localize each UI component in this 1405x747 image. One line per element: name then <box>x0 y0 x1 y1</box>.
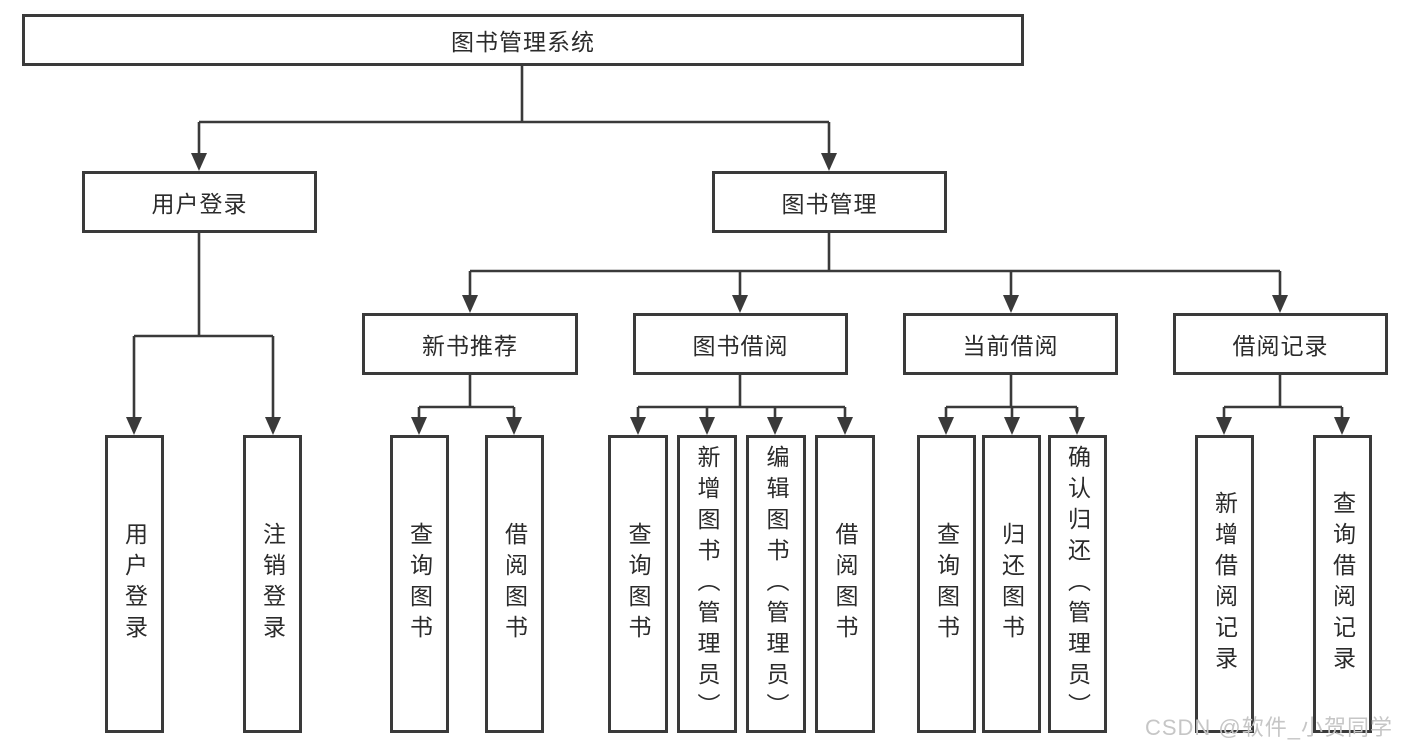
connector-root <box>197 66 831 155</box>
connector-borrow-records <box>1222 375 1344 419</box>
node-new-book-recommendation: 新书推荐 <box>362 313 578 375</box>
leaf-logout: 注销登录 <box>243 435 302 733</box>
leaf-borrow-add-books-admin: 新增图书（管理员） <box>677 435 737 733</box>
node-book-management-branch: 图书管理 <box>712 171 947 233</box>
leaf-newbooks-borrow-books: 借阅图书 <box>485 435 544 733</box>
leaf-newbooks-query-books: 查询图书 <box>390 435 449 733</box>
leaf-borrow-edit-books-admin: 编辑图书（管理员） <box>746 435 806 733</box>
connector-new-books <box>417 375 516 419</box>
node-library-management-system: 图书管理系统 <box>22 14 1024 66</box>
connector-book-borrow <box>636 375 847 419</box>
leaf-current-return-books: 归还图书 <box>982 435 1041 733</box>
node-book-borrowing: 图书借阅 <box>633 313 848 375</box>
leaf-borrow-query-books: 查询图书 <box>608 435 668 733</box>
connector-book-management <box>468 233 1282 297</box>
connector-current-borrow <box>944 375 1079 419</box>
leaf-borrow-borrow-books: 借阅图书 <box>815 435 875 733</box>
csdn-watermark: CSDN @软件_小贺同学 <box>1144 715 1393 740</box>
node-current-borrowing: 当前借阅 <box>903 313 1118 375</box>
connector-user-login <box>132 233 275 419</box>
node-user-login-branch: 用户登录 <box>82 171 317 233</box>
leaf-current-query-books: 查询图书 <box>917 435 976 733</box>
node-borrowing-records: 借阅记录 <box>1173 313 1388 375</box>
leaf-records-query-record: 查询借阅记录 <box>1313 435 1372 733</box>
leaf-records-add-record: 新增借阅记录 <box>1195 435 1254 733</box>
leaf-user-login: 用户登录 <box>105 435 164 733</box>
leaf-current-confirm-return-admin: 确认归还（管理员） <box>1048 435 1107 733</box>
